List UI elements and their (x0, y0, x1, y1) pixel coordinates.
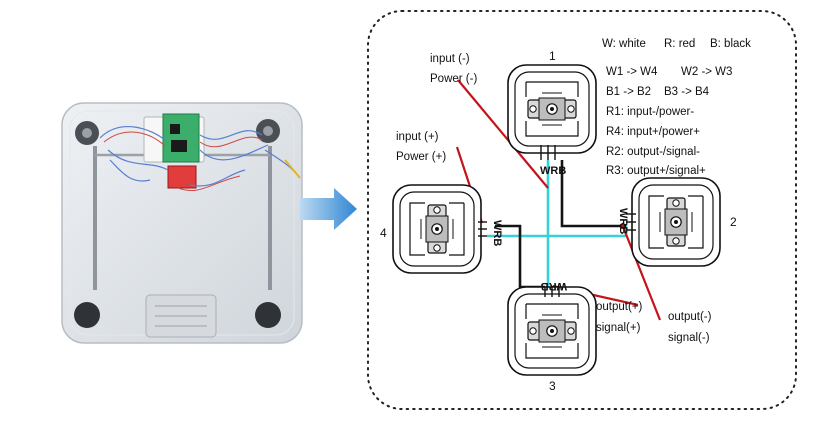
red-wires (455, 79, 662, 321)
legend-connection-w1-w4: W1 -> W4 (606, 66, 658, 78)
load-cell-4 (392, 184, 482, 274)
legend-connection-w2-w3: W2 -> W3 (681, 66, 732, 78)
wire-code-cell-4: WRB (491, 220, 503, 246)
cell-number-2: 2 (730, 215, 737, 229)
right-arrow-icon (300, 188, 357, 230)
legend-role-r3: R3: output+/signal+ (606, 165, 706, 177)
legend-connection-b1-b2: B1 -> B2 (606, 86, 651, 98)
cell-number-3: 3 (549, 379, 556, 393)
legend-role-r1: R1: input-/power- (606, 106, 694, 118)
legend-connection-b3-b4: B3 -> B4 (664, 86, 710, 98)
white-wires (487, 160, 628, 288)
diagram-frame (367, 10, 797, 410)
label-signal-plus: signal(+) (596, 322, 641, 334)
label-input-plus: input (+) (396, 131, 439, 143)
legend-role-r4: R4: input+/power+ (606, 126, 700, 138)
wire-code-cell-2: WRB (617, 208, 629, 234)
wiring-legend: W: white R: red B: black W1 -> W4 W2 -> … (602, 38, 751, 177)
bathroom-scale-photo (61, 102, 303, 344)
legend-color-white: W: white (602, 38, 646, 50)
legend-color-red: R: red (664, 38, 695, 50)
label-power-minus: Power (-) (430, 73, 477, 85)
cell-number-4: 4 (380, 226, 387, 240)
legend-role-r2: R2: output-/signal- (606, 146, 700, 158)
label-signal-minus: signal(-) (668, 332, 710, 344)
label-input-minus: input (-) (430, 53, 470, 65)
cell-number-1: 1 (549, 49, 556, 63)
label-output-minus: output(-) (668, 311, 712, 323)
label-output-plus: output(+) (596, 301, 643, 313)
wire-code-cell-3: WRB (541, 280, 567, 292)
wire-code-cell-1: WRB (540, 165, 566, 177)
load-cell-2 (631, 177, 721, 267)
load-cell-3 (507, 286, 597, 376)
legend-color-black: B: black (710, 38, 751, 50)
load-cell-1 (507, 64, 597, 154)
black-wires (495, 160, 626, 289)
label-power-plus: Power (+) (396, 151, 446, 163)
